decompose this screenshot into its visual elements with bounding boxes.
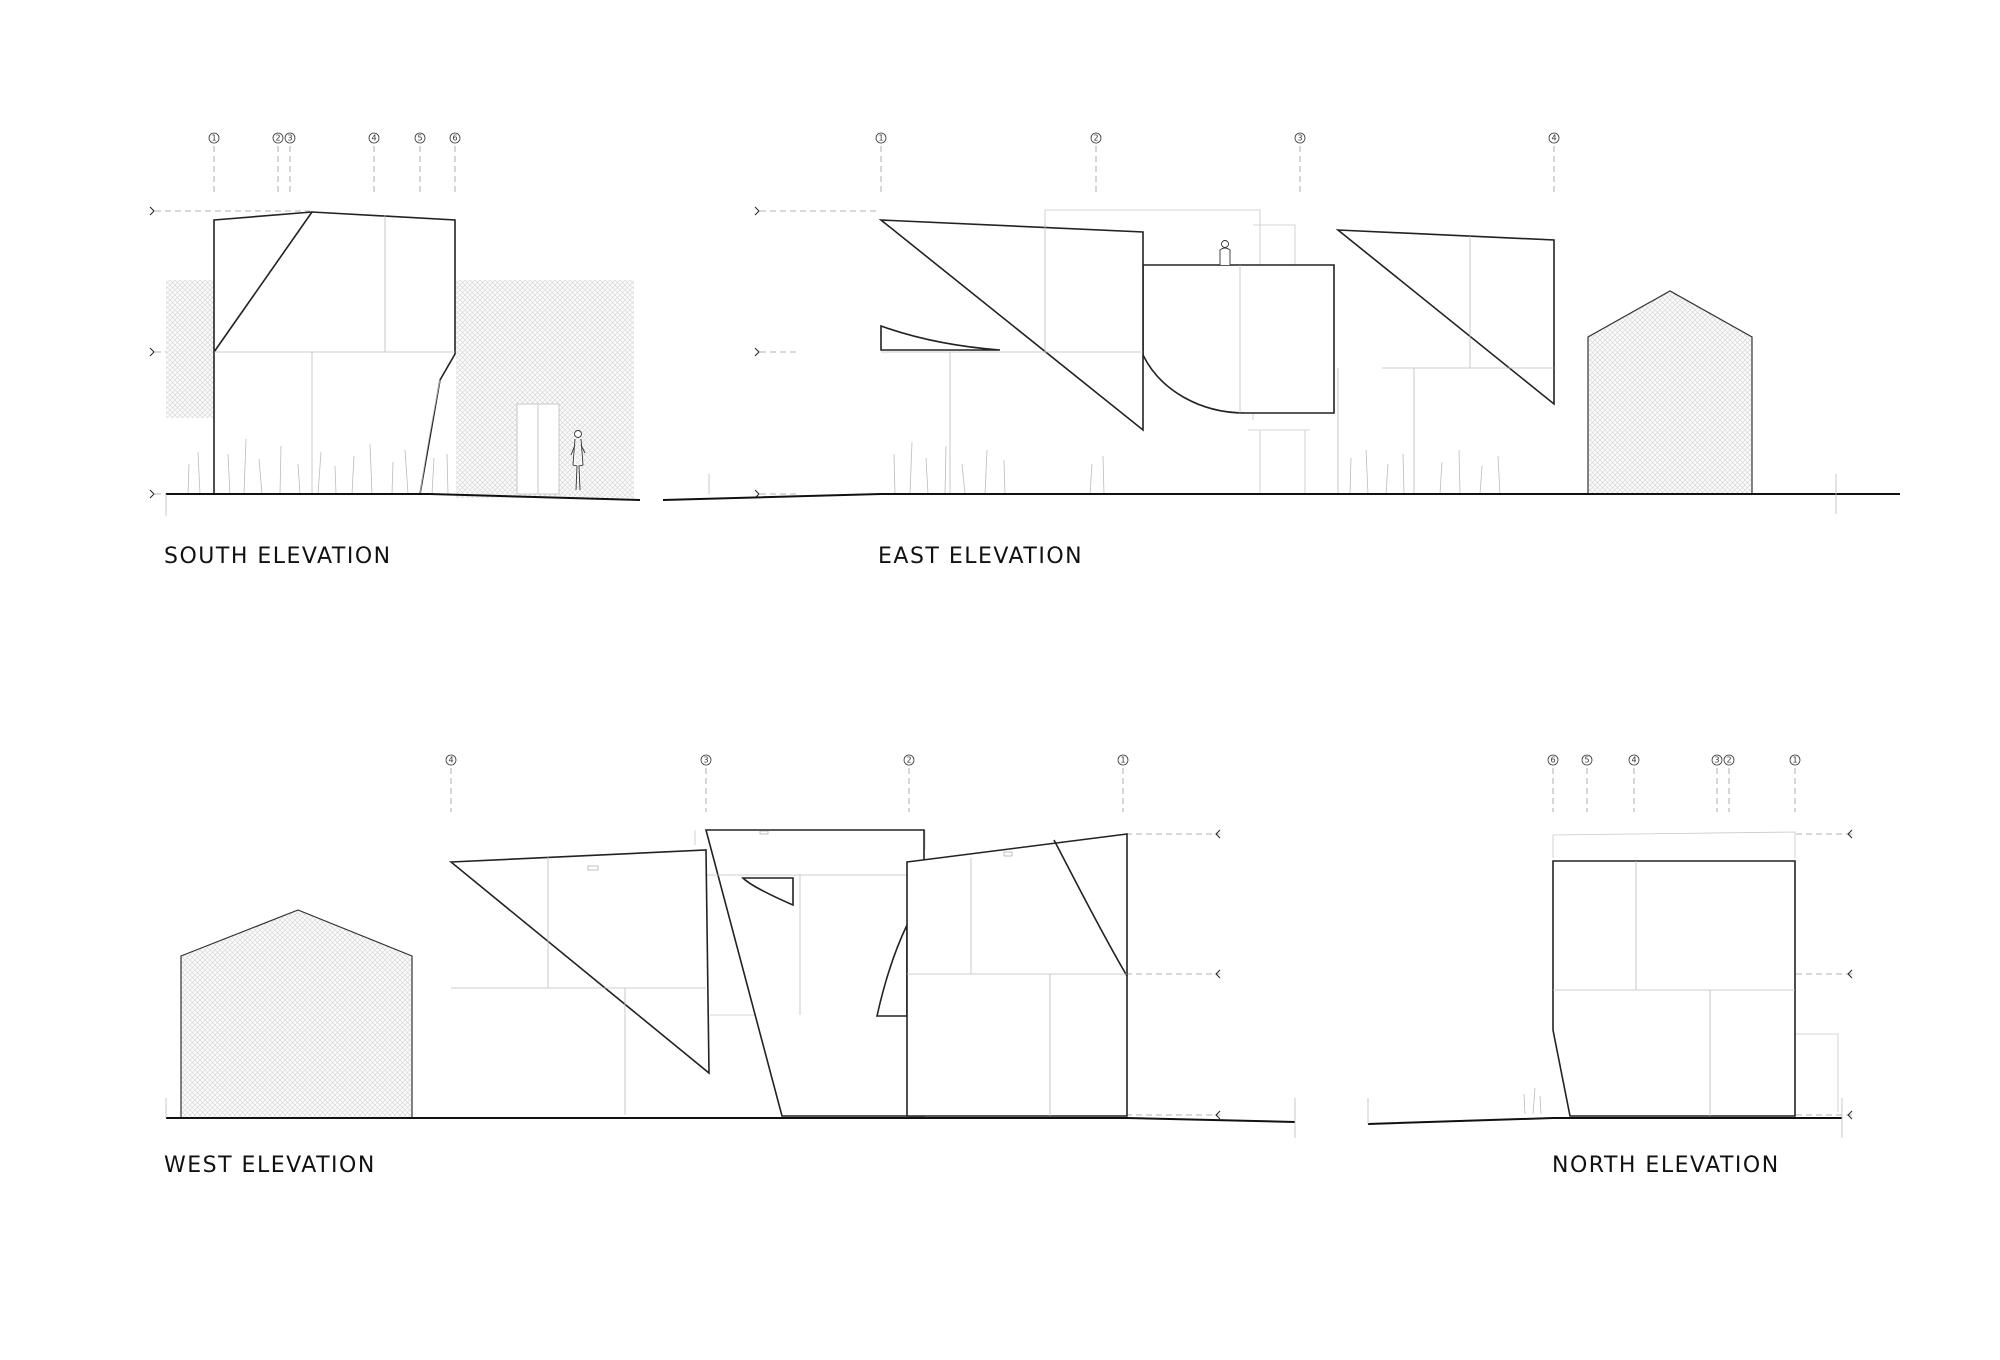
grid-number: 5 bbox=[417, 134, 422, 143]
grid-bubble bbox=[414, 132, 426, 144]
grid-number: 1 bbox=[1792, 756, 1797, 765]
ground-line bbox=[166, 1117, 1296, 1123]
west-elevation: 4 3 2 1 WEST ELEVATION bbox=[164, 754, 1296, 1178]
east-left-mass bbox=[878, 219, 1144, 432]
east-right-mass bbox=[1335, 229, 1555, 406]
south-building-mass bbox=[213, 211, 456, 495]
grid-bubble bbox=[1581, 754, 1593, 766]
view-title: SOUTH ELEVATION bbox=[164, 544, 392, 569]
grid-bubble bbox=[449, 132, 461, 144]
grid-bubble bbox=[1711, 754, 1723, 766]
grid-number: 5 bbox=[1584, 756, 1589, 765]
grid-bubble bbox=[1117, 754, 1129, 766]
ground-line bbox=[1367, 1117, 1842, 1125]
grid-number: 3 bbox=[1297, 134, 1302, 143]
grid-bubble bbox=[875, 132, 887, 144]
grid-number: 3 bbox=[703, 756, 708, 765]
grid-number: 1 bbox=[1120, 756, 1125, 765]
grid-bubble bbox=[208, 132, 220, 144]
grid-bubble bbox=[445, 754, 457, 766]
grid-bubble bbox=[1789, 754, 1801, 766]
grid-number: 4 bbox=[1631, 756, 1636, 765]
north-building-mass bbox=[1552, 860, 1796, 1117]
grid-markers: 1 2 3 4 5 6 bbox=[208, 132, 461, 192]
grid-bubble bbox=[272, 132, 284, 144]
grid-number: 1 bbox=[211, 134, 216, 143]
level-markers bbox=[1796, 829, 1853, 1120]
grid-bubble bbox=[368, 132, 380, 144]
ground-line bbox=[166, 493, 641, 501]
grid-bubble bbox=[700, 754, 712, 766]
west-bridge-cut bbox=[741, 877, 794, 907]
grid-number: 3 bbox=[1714, 756, 1719, 765]
level-markers bbox=[1126, 829, 1221, 1120]
west-left-mass bbox=[448, 849, 710, 1075]
south-diagonal-cut bbox=[213, 211, 313, 353]
grid-bubble bbox=[1547, 754, 1559, 766]
grid-number: 2 bbox=[906, 756, 911, 765]
grid-number: 1 bbox=[878, 134, 883, 143]
grid-markers: 4 3 2 1 bbox=[445, 754, 1129, 812]
level-markers bbox=[754, 206, 880, 499]
grid-number: 2 bbox=[275, 134, 280, 143]
person-figure bbox=[1219, 240, 1231, 265]
grid-bubble bbox=[1628, 754, 1640, 766]
grid-number: 4 bbox=[1551, 134, 1556, 143]
grid-bubble bbox=[1723, 754, 1735, 766]
grid-number: 6 bbox=[1550, 756, 1555, 765]
grid-number: 4 bbox=[371, 134, 376, 143]
south-elevation: 1 2 3 4 5 6 SOUTH ELE bbox=[149, 132, 641, 569]
north-elevation: 6 5 4 3 2 1 NORTH ELEVATION bbox=[1367, 754, 1853, 1178]
view-title: WEST ELEVATION bbox=[164, 1153, 376, 1178]
grid-bubble bbox=[903, 754, 915, 766]
grid-number: 2 bbox=[1093, 134, 1098, 143]
grid-bubble bbox=[1294, 132, 1306, 144]
grid-bubble bbox=[284, 132, 296, 144]
east-elevation: 1 2 3 4 EAST ELEVATION bbox=[662, 132, 1900, 569]
east-bridge bbox=[1142, 264, 1335, 414]
east-left-cut bbox=[880, 324, 1001, 351]
grid-markers: 6 5 4 3 2 1 bbox=[1547, 754, 1801, 812]
hatched-neighbor-left bbox=[166, 280, 214, 418]
ground-line bbox=[662, 493, 1900, 501]
view-title: NORTH ELEVATION bbox=[1552, 1153, 1780, 1178]
hatched-neighbor-gable bbox=[180, 909, 413, 1119]
view-title: EAST ELEVATION bbox=[878, 544, 1083, 569]
person-figure bbox=[570, 430, 586, 491]
grid-number: 4 bbox=[448, 756, 453, 765]
hatched-neighbor-gable bbox=[1587, 290, 1753, 495]
grid-bubble bbox=[1548, 132, 1560, 144]
west-right-mass bbox=[906, 833, 1128, 1117]
grid-number: 3 bbox=[287, 134, 292, 143]
grid-number: 6 bbox=[452, 134, 457, 143]
west-right-diagonal bbox=[1053, 839, 1128, 977]
grid-bubble bbox=[1090, 132, 1102, 144]
grid-markers: 1 2 3 4 bbox=[875, 132, 1560, 192]
grid-number: 2 bbox=[1726, 756, 1731, 765]
